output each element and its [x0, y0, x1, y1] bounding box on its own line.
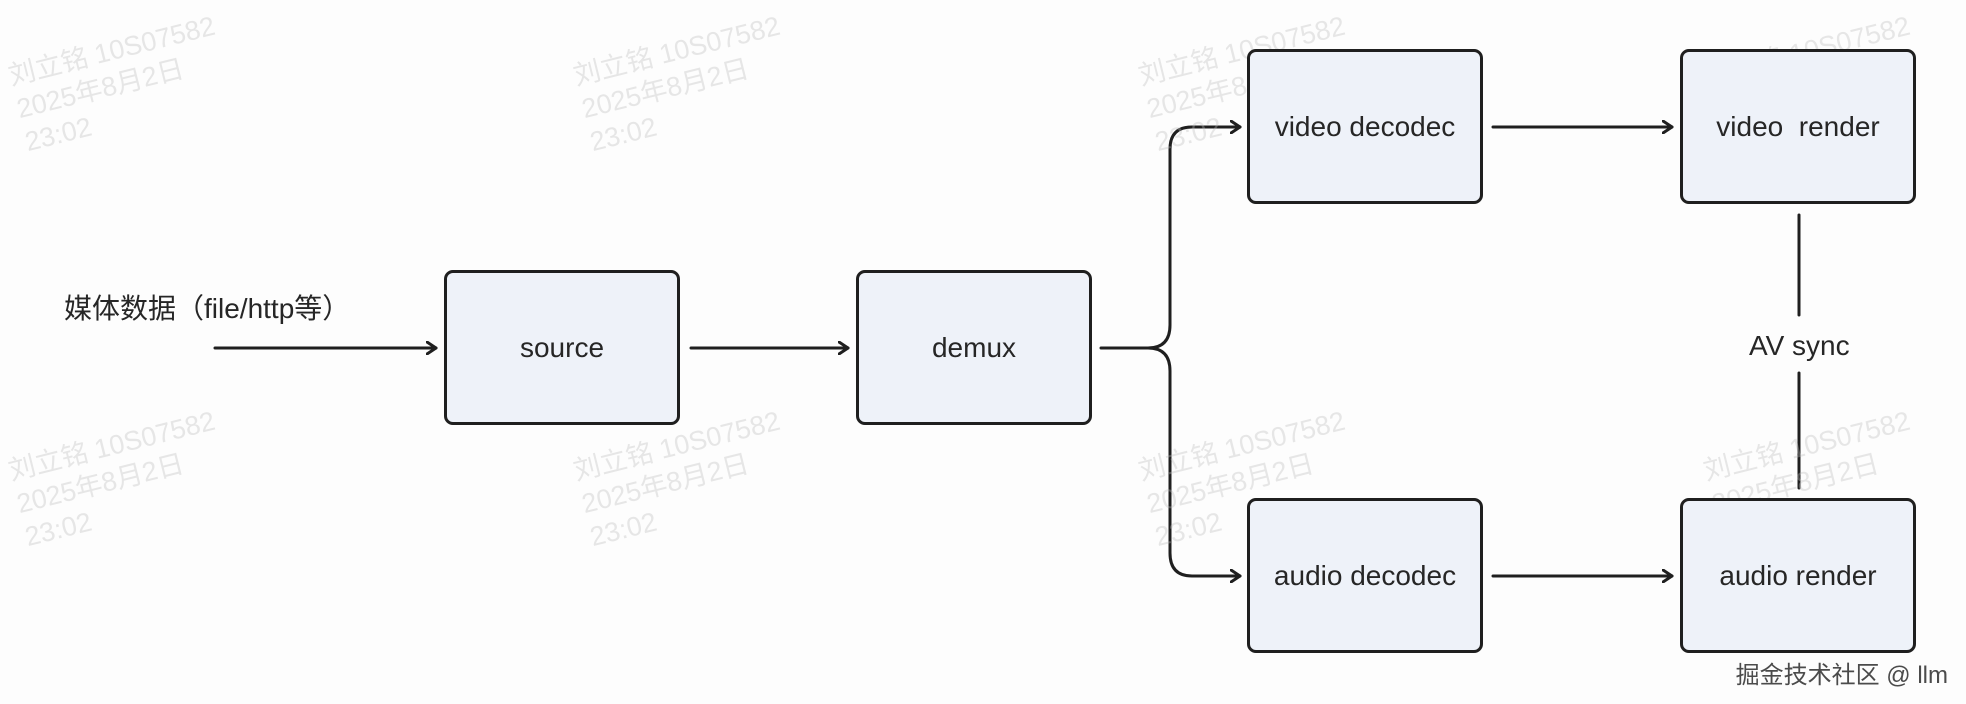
- audio-decodec-node[interactable]: audio decodec: [1247, 498, 1483, 653]
- audio-render-node[interactable]: audio render: [1680, 498, 1916, 653]
- footer-watermark: 掘金技术社区 @ llm: [1735, 662, 1948, 689]
- av-sync-label: AV sync: [1749, 330, 1850, 361]
- input-label: 媒体数据（file/http等）: [64, 293, 351, 324]
- source-node[interactable]: source: [444, 270, 680, 425]
- video-render-node[interactable]: video render: [1680, 49, 1916, 204]
- demux-node[interactable]: demux: [856, 270, 1092, 425]
- edge-demux-to-audio-decodec: [1146, 346, 1242, 576]
- edge-demux-to-video-decodec: [1099, 127, 1242, 350]
- video-decodec-node[interactable]: video decodec: [1247, 49, 1483, 204]
